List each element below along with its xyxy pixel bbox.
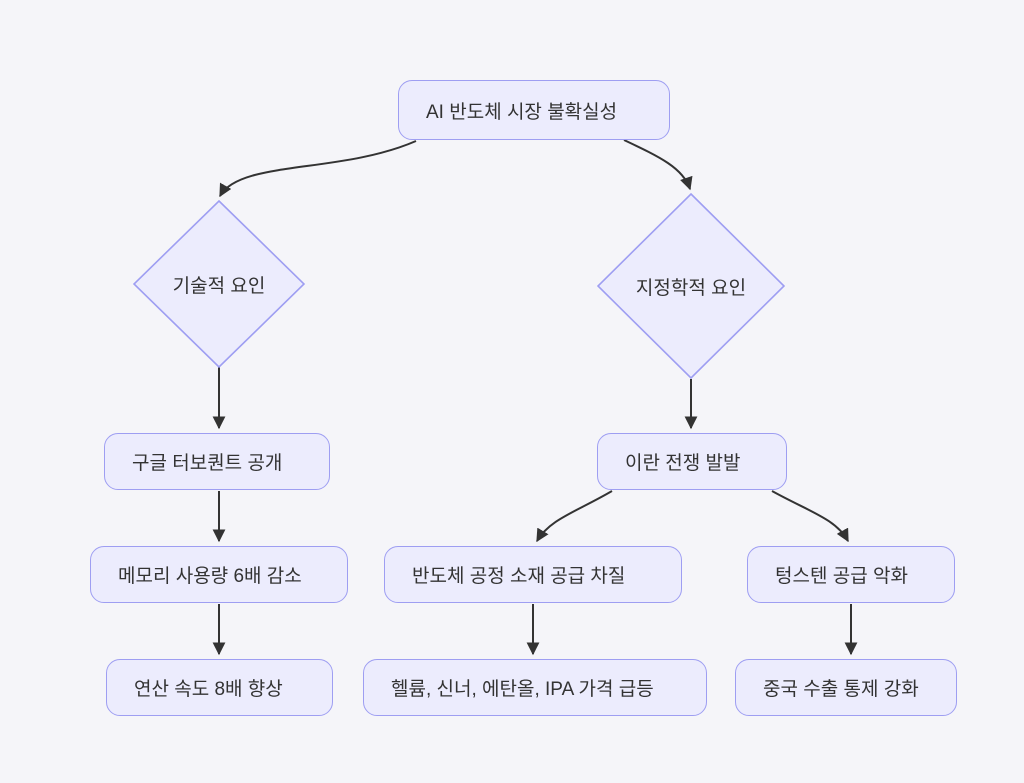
node-china-export-control: 중국 수출 통제 강화 bbox=[735, 659, 957, 716]
diamond-shape bbox=[133, 200, 305, 368]
node-memory-reduction-label: 메모리 사용량 6배 감소 bbox=[118, 566, 302, 587]
node-iran-war-label: 이란 전쟁 발발 bbox=[625, 453, 741, 474]
node-geopolitical-factor-label: 지정학적 요인 bbox=[635, 277, 747, 299]
node-tungsten-supply: 텅스텐 공급 악화 bbox=[747, 546, 955, 603]
node-geopolitical-factor: 지정학적 요인 bbox=[597, 193, 785, 379]
node-material-supply-label: 반도체 공정 소재 공급 차질 bbox=[412, 566, 626, 587]
diamond-shape bbox=[597, 193, 785, 379]
node-material-supply: 반도체 공정 소재 공급 차질 bbox=[384, 546, 682, 603]
edge-iran-materials bbox=[536, 490, 613, 543]
node-china-export-control-label: 중국 수출 통제 강화 bbox=[763, 679, 919, 700]
node-price-surge: 헬륨, 신너, 에탄올, IPA 가격 급등 bbox=[363, 659, 707, 716]
node-root: AI 반도체 시장 불확실성 bbox=[398, 80, 670, 140]
node-root-label: AI 반도체 시장 불확실성 bbox=[426, 101, 618, 123]
node-speed-improvement: 연산 속도 8배 향상 bbox=[106, 659, 333, 716]
node-technical-factor: 기술적 요인 bbox=[133, 200, 305, 368]
node-memory-reduction: 메모리 사용량 6배 감소 bbox=[90, 546, 348, 603]
node-speed-improvement-label: 연산 속도 8배 향상 bbox=[134, 679, 283, 700]
node-turboquant-label: 구글 터보퀀트 공개 bbox=[132, 453, 283, 474]
node-price-surge-label: 헬륨, 신너, 에탄올, IPA 가격 급등 bbox=[391, 679, 654, 700]
node-iran-war: 이란 전쟁 발발 bbox=[597, 433, 787, 490]
edge-iran-tungsten bbox=[771, 490, 849, 543]
node-technical-factor-label: 기술적 요인 bbox=[172, 275, 266, 297]
edge-root-tech bbox=[219, 140, 417, 198]
edge-root-geo bbox=[623, 139, 693, 191]
node-turboquant: 구글 터보퀀트 공개 bbox=[104, 433, 330, 490]
node-tungsten-supply-label: 텅스텐 공급 악화 bbox=[775, 566, 908, 587]
